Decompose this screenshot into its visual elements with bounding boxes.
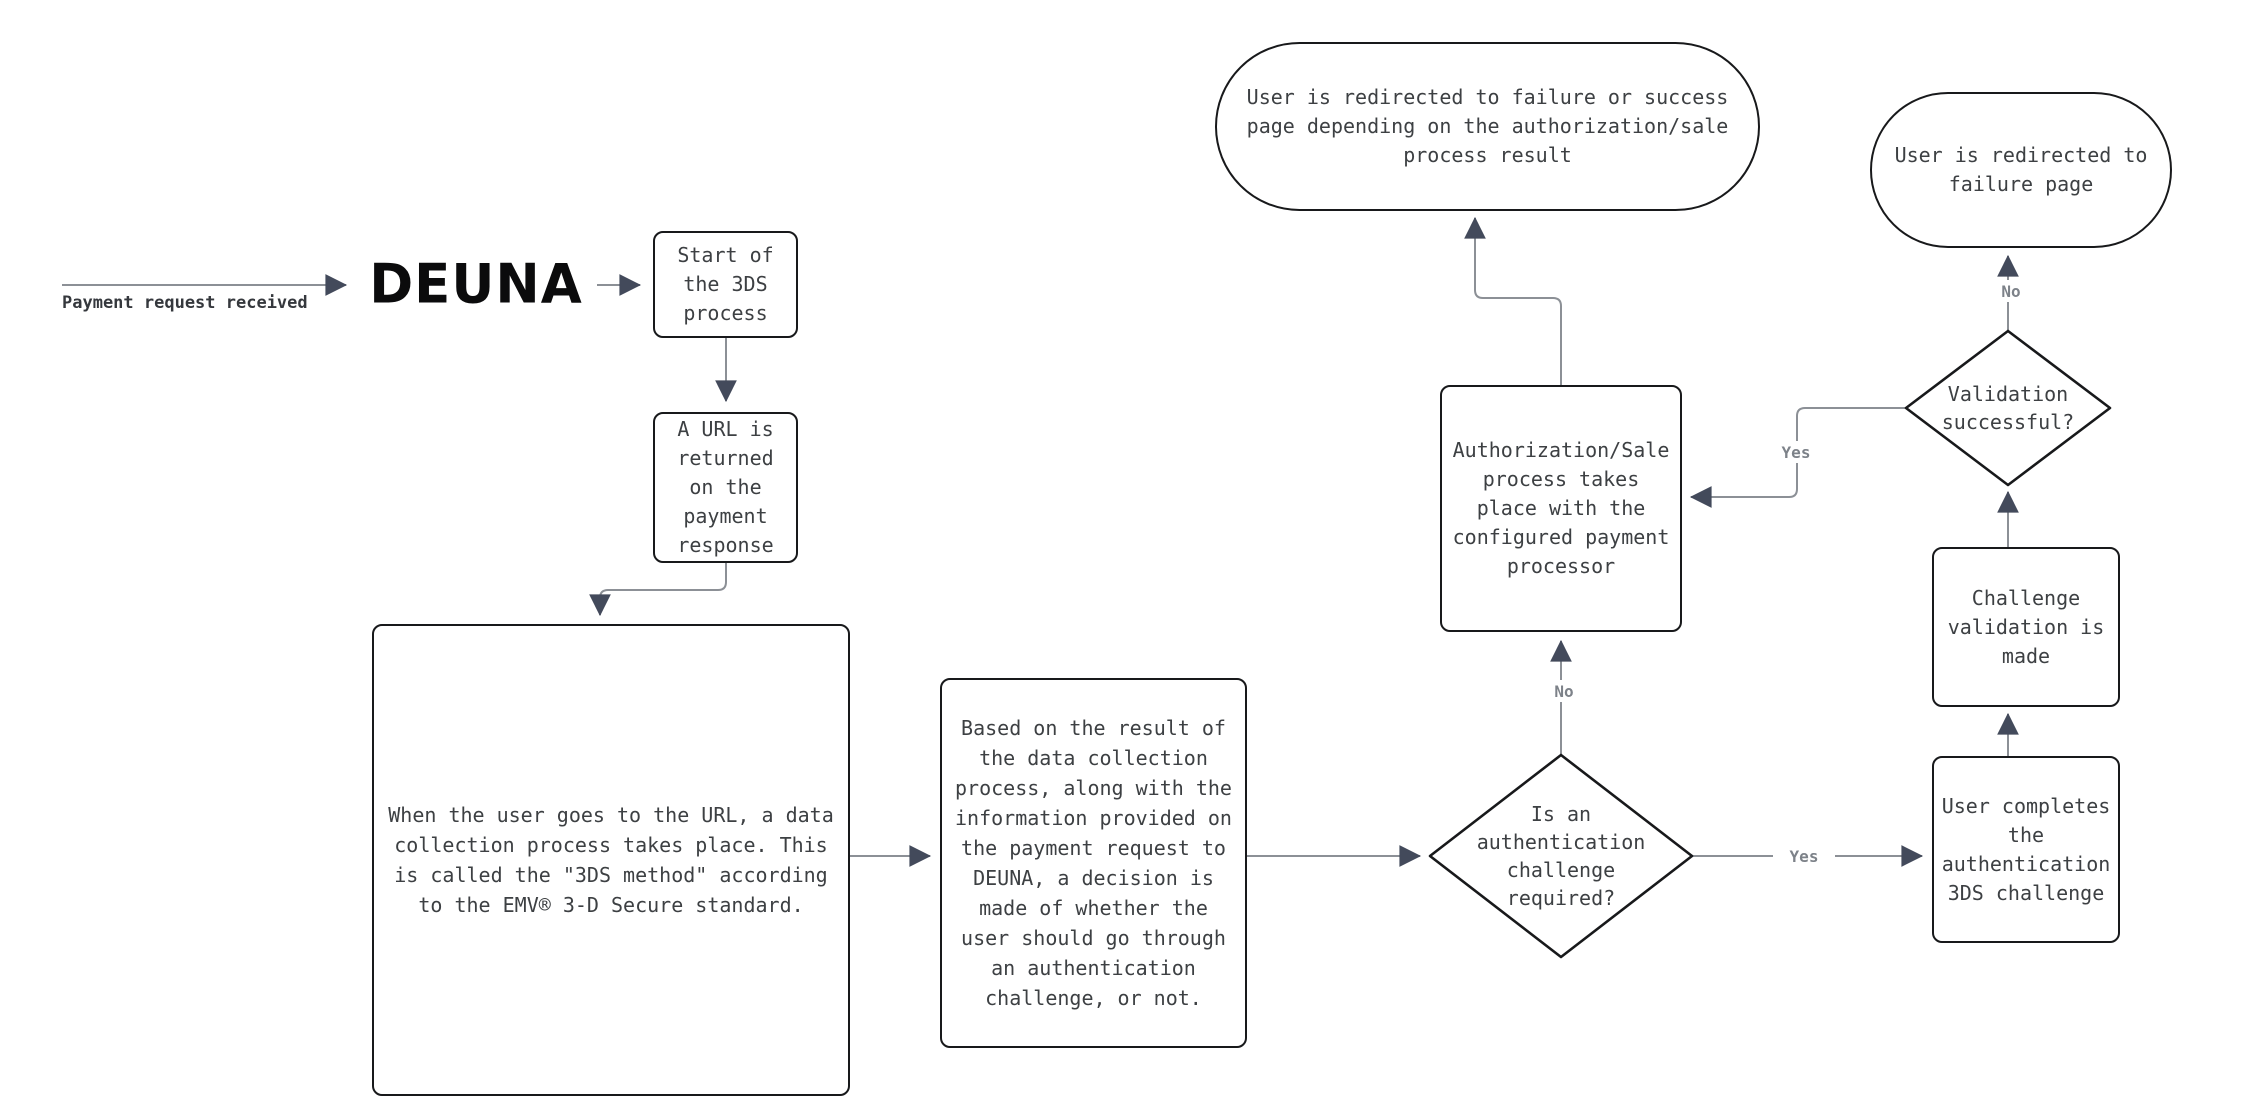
node-url-returned: A URL is returned on the payment respons…: [653, 412, 798, 563]
challenge-required-text: Is an authentication challenge required?: [1476, 802, 1646, 910]
node-start-3ds-text: Start of the 3DS process: [677, 243, 774, 325]
validation-text: Validation successful?: [1941, 382, 2075, 434]
node-challenge-validation-text: Challenge validation is made: [1947, 585, 2105, 668]
node-authorization-sale-text: Authorization/Sale process takes place w…: [1452, 438, 1670, 578]
node-data-collection-text: When the user goes to the URL, a data co…: [388, 803, 834, 917]
edge-label-challenge-yes: Yes: [1773, 845, 1835, 867]
node-decision: Based on the result of the data collecti…: [940, 678, 1247, 1048]
node-data-collection: When the user goes to the URL, a data co…: [372, 624, 850, 1096]
edge-authorization-to-redirect-result: [1464, 216, 1562, 385]
edge-label-payment-request: Payment request received: [62, 293, 308, 313]
edge-label-validation-no: No: [1985, 280, 2037, 302]
edge-url-to-data-collection: [589, 563, 727, 617]
node-redirect-result-text: User is redirected to failure or success…: [1246, 85, 1729, 167]
node-start-3ds: Start of the 3DS process: [653, 231, 798, 338]
node-challenge-required-diamond: [1428, 753, 1694, 959]
node-challenge-required-diamond-label: Is an authentication challenge required?: [1441, 794, 1681, 918]
node-redirect-failure-text: User is redirected to failure page: [1894, 143, 2148, 196]
node-challenge-validation: Challenge validation is made: [1932, 547, 2120, 707]
edge-label-challenge-no: No: [1538, 680, 1590, 702]
node-user-completes: User completes the authentication 3DS ch…: [1932, 756, 2120, 943]
node-validation-diamond-label: Validation successful?: [1913, 378, 2103, 438]
node-user-completes-text: User completes the authentication 3DS ch…: [1941, 793, 2111, 905]
node-redirect-result-pill: User is redirected to failure or success…: [1215, 42, 1760, 211]
deuna-logo: DEUNA: [369, 252, 583, 316]
node-validation-diamond: [1904, 329, 2112, 487]
node-authorization-sale: Authorization/Sale process takes place w…: [1440, 385, 1682, 632]
node-redirect-failure-pill: User is redirected to failure page: [1870, 92, 2172, 248]
node-decision-text: Based on the result of the data collecti…: [955, 716, 1232, 1010]
node-url-returned-text: A URL is returned on the payment respons…: [677, 417, 774, 557]
edge-label-validation-yes: Yes: [1765, 441, 1827, 463]
